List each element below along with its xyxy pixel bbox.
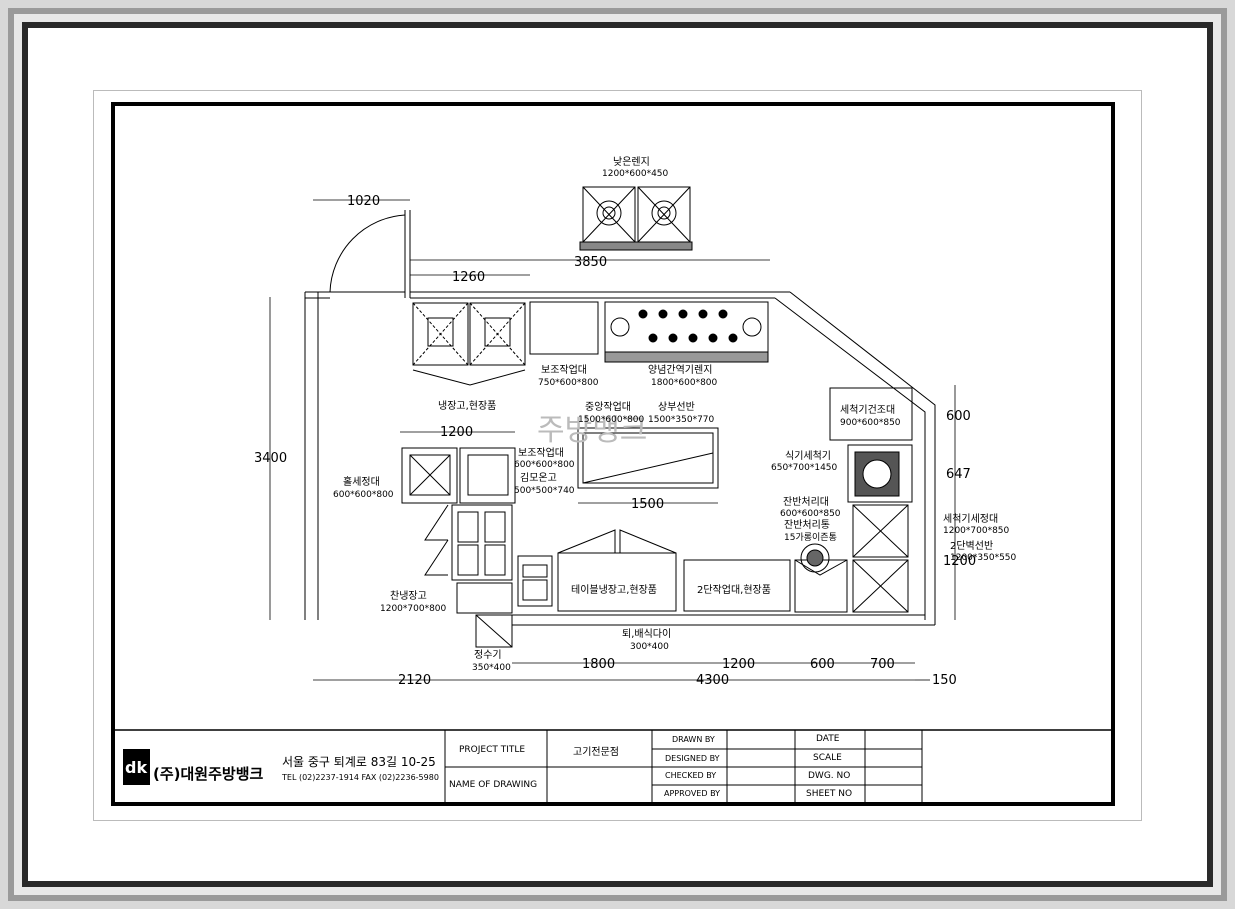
dim-1800: 1800 bbox=[582, 657, 615, 672]
dimension-lines bbox=[269, 199, 956, 681]
fridge-label: 냉장고,현장품 bbox=[438, 400, 496, 412]
hall-sink-dim: 600*600*800 bbox=[333, 490, 394, 500]
aux-worktable-1-label: 보조작업대 bbox=[541, 363, 587, 376]
dish-sink-label: 세척기세정대 bbox=[943, 513, 998, 525]
shelf2-dim: 1200*350*550 bbox=[950, 553, 1017, 563]
company-address: 서울 중구 퇴계로 83길 10-25 bbox=[282, 755, 436, 769]
worktable-2-label: 2단작업대,현장품 bbox=[697, 583, 771, 596]
hall-sink bbox=[401, 447, 516, 504]
dim-647: 647 bbox=[946, 467, 971, 482]
dishwasher-dim: 650*700*1450 bbox=[771, 463, 838, 473]
aux-worktable-1 bbox=[529, 301, 599, 355]
dish-sink bbox=[852, 504, 909, 613]
aux-worktable-2-dim: 600*600*800 bbox=[514, 460, 575, 470]
table-fridge-label: 테이블냉장고,현장품 bbox=[571, 584, 657, 596]
company-name: (주)대원주방뱅크 bbox=[153, 765, 264, 783]
dim-1020: 1020 bbox=[347, 194, 380, 209]
door bbox=[329, 214, 406, 293]
low-range bbox=[579, 186, 693, 251]
designed-by-label: DESIGNED BY bbox=[665, 754, 720, 763]
table-fridge bbox=[557, 529, 677, 612]
sheet-border bbox=[93, 90, 1142, 821]
drawing-border bbox=[111, 102, 1115, 806]
dim-2120: 2120 bbox=[398, 673, 431, 688]
dishwasher-dry-dim: 900*600*850 bbox=[840, 418, 901, 428]
pass-table-dim: 300*400 bbox=[630, 642, 669, 652]
date-label: DATE bbox=[816, 734, 840, 744]
sheet-no-label: SHEET NO bbox=[806, 789, 853, 799]
stir-fry-range-dim: 1800*600*800 bbox=[651, 378, 718, 388]
dim-4300: 4300 bbox=[696, 673, 729, 688]
kimchi-fridge-label: 김모온고 bbox=[520, 472, 557, 484]
shelf2-label: 2단벽선반 bbox=[950, 540, 993, 552]
tray-table bbox=[794, 543, 848, 613]
dimension-values: 1020 1260 3850 3400 1200 1500 600 647 12… bbox=[254, 194, 976, 688]
company-contact: TEL (02)2237-1914 FAX (02)2236-5980 bbox=[282, 773, 439, 782]
dim-600a: 600 bbox=[946, 409, 971, 424]
dish-sink-dim: 1200*700*850 bbox=[943, 526, 1010, 536]
dim-1200b: 1200 bbox=[943, 554, 976, 569]
dishwasher bbox=[847, 444, 913, 503]
kimchi-fridge-dim: 500*500*740 bbox=[514, 486, 575, 496]
dishwasher-dry bbox=[829, 387, 913, 441]
name-of-drawing-label: NAME OF DRAWING bbox=[449, 780, 538, 790]
dishwasher-dry-label: 세척기건조대 bbox=[840, 404, 895, 416]
checked-by-label: CHECKED BY bbox=[665, 771, 717, 780]
logo-mark-box bbox=[123, 749, 150, 785]
tray-bin-dim: 15가롱이즌통 bbox=[784, 532, 837, 543]
dim-600b: 600 bbox=[810, 657, 835, 672]
worktable-2 bbox=[683, 559, 791, 612]
water-purifier-dim: 350*400 bbox=[472, 663, 511, 673]
dishwasher-label: 식기세척기 bbox=[785, 450, 831, 462]
stir-fry-range bbox=[604, 301, 769, 363]
center-worktable bbox=[577, 427, 719, 489]
dim-1260: 1260 bbox=[452, 270, 485, 285]
tray-table-dim: 600*600*850 bbox=[780, 509, 841, 519]
approved-by-label: APPROVED BY bbox=[664, 789, 721, 798]
dwg-no-label: DWG. NO bbox=[808, 771, 851, 781]
dim-1500: 1500 bbox=[631, 497, 664, 512]
scale-label: SCALE bbox=[813, 753, 842, 763]
water-purifier-label: 정수기 bbox=[474, 649, 502, 661]
dim-1200c: 1200 bbox=[722, 657, 755, 672]
project-title-label: PROJECT TITLE bbox=[459, 745, 526, 755]
labels: 낮은렌지 1200*600*450 양념간역기렌지 1800*600*800 보… bbox=[333, 156, 1017, 673]
drawn-by-label: DRAWN BY bbox=[672, 735, 715, 744]
tray-bin-label: 잔반처리통 bbox=[784, 519, 830, 531]
tray-table-label: 잔반처리대 bbox=[783, 496, 829, 508]
watermark: 주방뱅크 bbox=[537, 413, 647, 448]
low-range-label: 낮은렌지 bbox=[613, 156, 650, 168]
walls bbox=[304, 210, 936, 626]
page bbox=[28, 28, 1207, 881]
small-appliance bbox=[517, 555, 553, 607]
fridge bbox=[412, 302, 526, 386]
aux-worktable-2-label: 보조작업대 bbox=[518, 446, 564, 459]
aux-worktable-1-dim: 750*600*800 bbox=[538, 378, 599, 388]
logo-mark: dk bbox=[125, 758, 148, 777]
upper-shelf-dim: 1500*350*770 bbox=[648, 415, 715, 425]
dim-700: 700 bbox=[870, 657, 895, 672]
title-block-grid bbox=[444, 730, 923, 804]
upper-shelf-label: 상부선반 bbox=[658, 401, 695, 413]
freezer bbox=[424, 504, 513, 648]
hall-sink-label: 홀세정대 bbox=[343, 475, 380, 488]
freezer-label: 찬냉장고 bbox=[390, 590, 427, 602]
dim-1200a: 1200 bbox=[440, 425, 473, 440]
stir-fry-range-label: 양념간역기렌지 bbox=[648, 364, 712, 376]
dim-3400: 3400 bbox=[254, 451, 287, 466]
freezer-dim: 1200*700*800 bbox=[380, 604, 447, 614]
low-range-dim: 1200*600*450 bbox=[602, 169, 669, 179]
center-worktable-dim: 1500*600*800 bbox=[578, 415, 645, 425]
center-worktable-label: 중앙작업대 bbox=[585, 400, 631, 413]
project-title: 고기전문점 bbox=[573, 747, 619, 758]
dim-150: 150 bbox=[932, 673, 957, 688]
pass-table-label: 퇴,배식다이 bbox=[622, 628, 671, 640]
dim-3850: 3850 bbox=[574, 255, 607, 270]
